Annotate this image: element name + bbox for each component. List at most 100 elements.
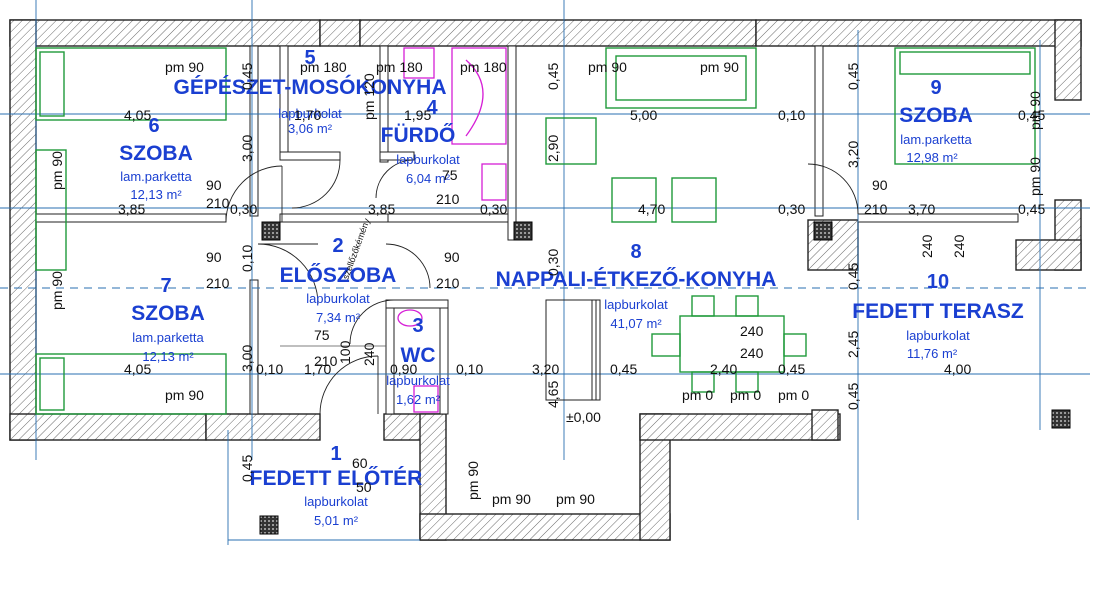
bathtub <box>451 47 507 145</box>
dim-label: 3,70 <box>908 201 935 217</box>
dim-label: 210 <box>206 195 230 211</box>
dim-label: 4,00 <box>944 361 971 377</box>
dim-label: pm 0 <box>730 387 761 403</box>
room-10-name: FEDETT TERASZ <box>852 300 1024 323</box>
dim-label: pm 90 <box>700 59 739 75</box>
room-9-name: SZOBA <box>899 104 973 127</box>
dim-label: pm 90 <box>165 59 204 75</box>
dim-label: 90 <box>872 177 888 193</box>
dim-label: pm 120 <box>361 73 377 120</box>
room-4-area: 6,04 m² <box>406 171 451 186</box>
room-9-floor: lam.parketta <box>900 132 972 147</box>
room-5-number: 5 <box>304 47 315 69</box>
room-9-area: 12,98 m² <box>906 150 958 165</box>
bed-room-7 <box>35 353 227 415</box>
dim-label: 210 <box>206 275 230 291</box>
dim-label: pm 90 <box>1027 91 1043 130</box>
room-8-number: 8 <box>630 241 641 263</box>
room-7-area: 12,13 m² <box>142 349 194 364</box>
dim-label: 240 <box>361 342 377 366</box>
dim-label: 1,70 <box>304 361 331 377</box>
dim-label: 4,05 <box>124 361 151 377</box>
room-1-area: 5,01 m² <box>314 513 359 528</box>
dim-label: pm 0 <box>778 387 809 403</box>
room-6-floor: lam.parketta <box>120 169 192 184</box>
room-3-name: WC <box>401 344 436 367</box>
dim-label: 4,70 <box>638 201 665 217</box>
dim-label: 210 <box>864 201 888 217</box>
room-1-floor: lapburkolat <box>304 494 368 509</box>
dim-label: 0,10 <box>456 361 483 377</box>
room-8-floor: lapburkolat <box>604 297 668 312</box>
dim-label: 50 <box>356 479 372 495</box>
room-6-number: 6 <box>148 115 159 137</box>
bed-room-9 <box>894 47 1036 165</box>
room-6-area: 12,13 m² <box>130 187 182 202</box>
dim-label: 240 <box>740 345 764 361</box>
dim-label: 75 <box>442 167 458 183</box>
room-4-name: FÜRDŐ <box>381 124 456 147</box>
room-3-area: 1,62 m² <box>396 392 441 407</box>
room-5-area: 3,06 m² <box>288 121 333 136</box>
dim-label: pm 90 <box>492 491 531 507</box>
dim-label: 75 <box>314 327 330 343</box>
dim-label: 0,90 <box>390 361 417 377</box>
room-1-number: 1 <box>330 443 341 465</box>
dim-label: 0,10 <box>239 245 255 272</box>
dim-label: 0,45 <box>239 63 255 90</box>
dim-label: 210 <box>436 275 460 291</box>
dim-label: 3,20 <box>845 141 861 168</box>
dim-label: pm 90 <box>556 491 595 507</box>
dim-label: 2,90 <box>545 135 561 162</box>
room-2-area: 7,34 m² <box>316 310 361 325</box>
dim-label: 210 <box>314 353 338 369</box>
room-6-name: SZOBA <box>119 142 193 165</box>
dim-label: 90 <box>206 177 222 193</box>
dim-label: 210 <box>436 191 460 207</box>
room-5-name: GÉPÉSZET-MOSÓKONYHA <box>173 75 446 99</box>
room-10-number: 10 <box>927 271 949 293</box>
room-1-name: FEDETT ELŐTÉR <box>250 467 423 490</box>
dim-label: 0,45 <box>845 263 861 290</box>
room-7-floor: lam.parketta <box>132 330 204 345</box>
dim-label: 240 <box>951 234 967 258</box>
dim-label: 4,05 <box>124 107 151 123</box>
dim-label: 0,10 <box>256 361 283 377</box>
room-4-number: 4 <box>426 97 438 119</box>
dim-label: 4,65 <box>545 381 561 408</box>
dim-label: 0,45 <box>845 63 861 90</box>
dim-label: pm 180 <box>300 59 347 75</box>
dim-label: 90 <box>444 249 460 265</box>
dim-label: pm 90 <box>49 271 65 310</box>
dim-label: 3,85 <box>368 201 395 217</box>
door-swings <box>225 159 859 415</box>
dim-label: 0,10 <box>778 107 805 123</box>
dim-label: 3,00 <box>239 135 255 162</box>
dim-label: pm 90 <box>49 151 65 190</box>
room-4-floor: lapburkolat <box>396 152 460 167</box>
room-2-name: ELŐSZOBA <box>280 264 397 287</box>
sanitary-fixtures <box>397 47 507 413</box>
dim-label: 0,30 <box>480 201 507 217</box>
dimension-lines <box>0 0 1090 545</box>
room-3-number: 3 <box>412 315 423 337</box>
dim-label: pm 180 <box>460 59 507 75</box>
room-2-number: 2 <box>332 235 343 257</box>
room-7-number: 7 <box>160 275 171 297</box>
dim-label: pm 0 <box>682 387 713 403</box>
room-10-floor: lapburkolat <box>906 328 970 343</box>
bed-room-6 <box>35 47 227 121</box>
room-2-floor: lapburkolat <box>306 291 370 306</box>
dim-label: 0,45 <box>1018 201 1045 217</box>
dim-label: 90 <box>206 249 222 265</box>
dim-label: 2,45 <box>845 331 861 358</box>
dim-label: 0,45 <box>1018 107 1045 123</box>
sofa <box>605 47 757 109</box>
dim-label: 2,40 <box>710 361 737 377</box>
dim-label: pm 90 <box>465 461 481 500</box>
dim-label: ±0,00 <box>566 409 601 425</box>
room-8-area: 41,07 m² <box>610 316 662 331</box>
dim-label: 60 <box>352 455 368 471</box>
dim-label: 1,70 <box>294 107 321 123</box>
